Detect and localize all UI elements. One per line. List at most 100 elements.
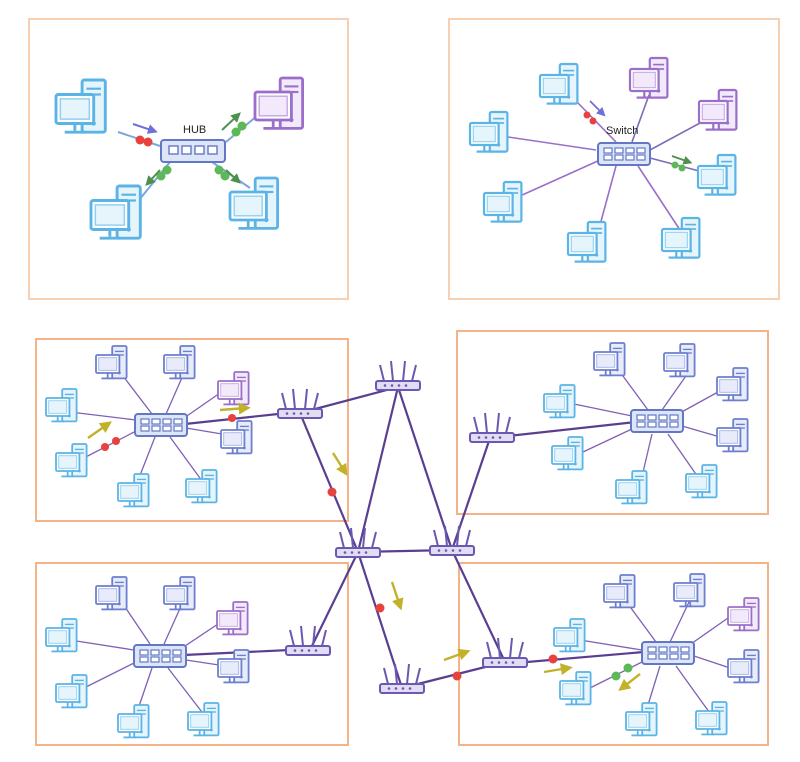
router-icon [277,388,323,419]
network-switch-icon [597,142,651,166]
router-icon [469,412,515,443]
hub-panel-frame [28,18,349,300]
data-packet-icon [101,443,109,451]
desktop-computer-icon [228,176,280,230]
data-packet-icon [237,121,247,131]
internetwork-section [35,330,769,746]
data-packet-icon [611,671,621,681]
network-switch-icon [641,641,695,665]
direction-arrow-icon [443,648,471,662]
desktop-computer-icon [163,345,196,380]
switch-label: Switch [606,125,638,137]
data-packet-icon [214,165,224,175]
data-packet-icon [375,603,385,613]
data-packet-icon [112,437,120,445]
direction-arrow-icon [671,155,693,165]
data-packet-icon [135,135,145,145]
router-icon [429,525,475,556]
network-switch-icon [134,413,188,437]
desktop-computer-icon [559,671,592,706]
desktop-computer-icon [663,343,696,378]
lan-panel-bottom-left [35,562,349,746]
desktop-computer-icon [553,618,586,653]
network-switch-icon [133,644,187,668]
desktop-computer-icon [716,367,749,402]
switch-panel-frame [448,18,780,300]
direction-arrow-icon [225,169,241,184]
desktop-computer-icon [628,56,669,99]
desktop-computer-icon [89,184,142,240]
desktop-computer-icon [538,62,579,105]
desktop-computer-icon [185,469,218,504]
lan-bottom-right [553,573,760,737]
direction-arrow-icon [390,581,404,611]
direction-arrow-icon [589,100,606,117]
lan-panel-top-right [456,330,769,515]
router-icon [379,663,425,694]
desktop-computer-icon [253,76,305,130]
router-icon [482,637,528,668]
lan-top-left [45,345,253,508]
hub-label: HUB [183,124,206,136]
desktop-computer-icon [625,702,658,737]
switch-links [507,94,704,237]
data-packet-icon [671,161,679,169]
data-packet-icon [327,487,337,497]
desktop-computer-icon [482,180,523,223]
desktop-computer-icon [685,464,718,499]
data-packet-icon [452,671,462,681]
router-icon [335,527,381,558]
desktop-computer-icon [603,574,636,609]
desktop-computer-icon [673,573,706,608]
direction-arrow-icon [132,123,158,134]
lan-top-right [543,342,749,505]
data-packet-icon [589,117,597,125]
data-packet-icon [231,127,241,137]
desktop-computer-icon [187,702,220,737]
direction-arrow-icon [219,402,251,415]
data-packet-icon [162,165,172,175]
desktop-computer-icon [163,576,196,611]
desktop-computer-icon [220,420,253,455]
hub-panel: HUB [28,18,349,300]
switch-panel: Switch [448,18,780,300]
direction-arrow-icon [543,663,573,676]
data-packet-icon [143,137,153,147]
lan-bottom-left [45,576,250,739]
data-packet-icon [678,164,686,172]
direction-arrow-icon [221,112,241,131]
desktop-computer-icon [45,388,78,423]
direction-arrow-icon [145,169,161,186]
desktop-computer-icon [117,704,150,739]
network-hub-icon [160,139,226,163]
desktop-computer-icon [117,473,150,508]
desktop-computer-icon [217,371,250,406]
data-packet-icon [583,111,591,119]
direction-arrow-icon [331,452,348,477]
desktop-computer-icon [55,674,88,709]
desktop-computer-icon [54,78,107,134]
router-icon [285,625,331,656]
desktop-computer-icon [593,342,626,377]
lan-panel-top-left [35,338,349,522]
desktop-computer-icon [727,649,760,684]
desktop-computer-icon [543,384,576,419]
desktop-computer-icon [55,443,88,478]
desktop-computer-icon [468,110,509,153]
direction-arrow-icon [87,421,112,439]
data-packet-icon [220,171,230,181]
data-packet-icon [548,654,558,664]
desktop-computer-icon [695,701,728,736]
direction-arrow-icon [618,673,641,691]
desktop-computer-icon [551,436,584,471]
router-icon [375,360,421,391]
desktop-computer-icon [696,153,737,196]
desktop-computer-icon [217,649,250,684]
data-packet-icon [623,663,633,673]
desktop-computer-icon [660,216,701,259]
desktop-computer-icon [95,576,128,611]
desktop-computer-icon [95,345,128,380]
data-packet-icon [228,414,236,422]
desktop-computer-icon [216,601,249,636]
